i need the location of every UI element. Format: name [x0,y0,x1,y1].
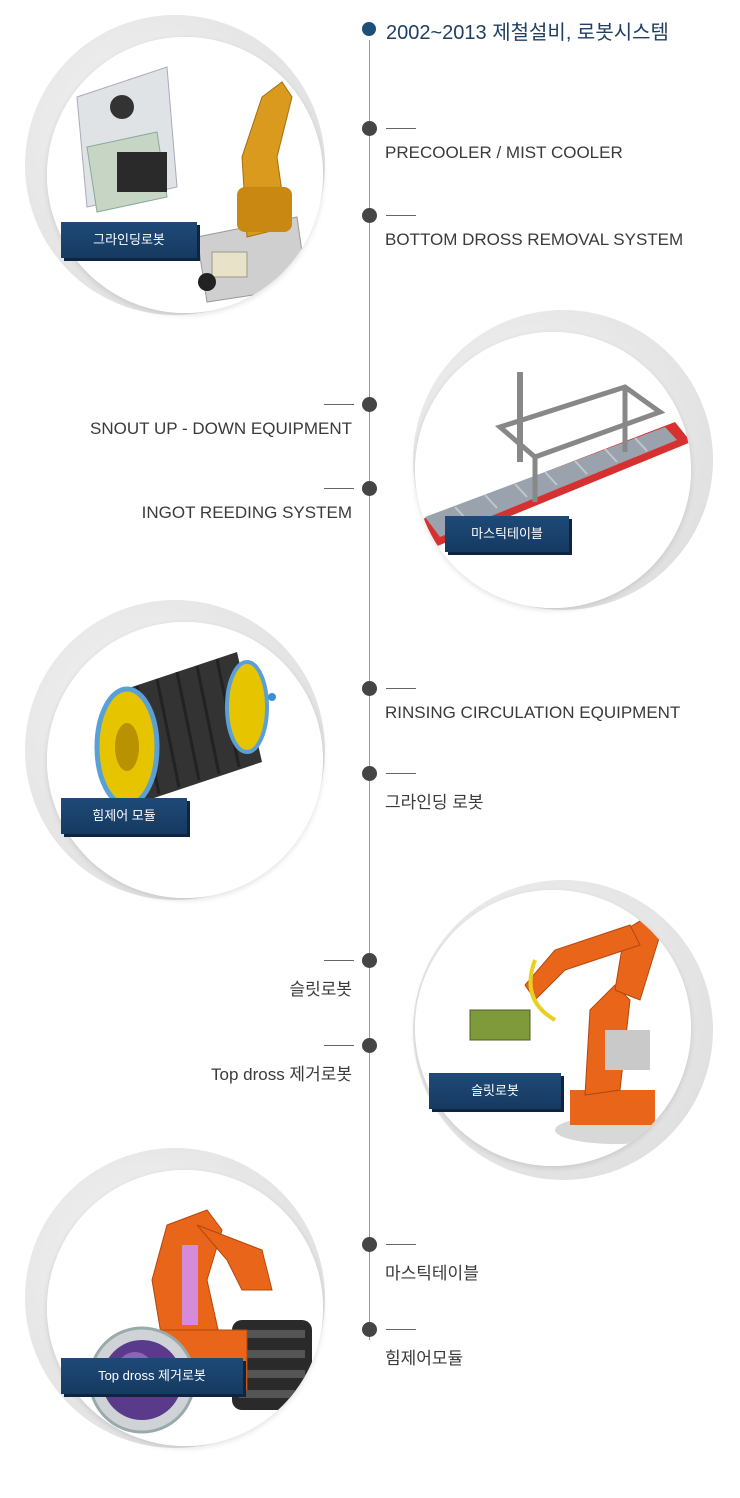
grinding-robot-image [47,37,323,313]
timeline-dot [362,953,377,968]
timeline-item-grinding-robot: 그라인딩 로봇 [385,793,484,812]
caption-mastic-table: 마스틱테이블 [445,516,569,552]
timeline-item-force-module: 힘제어모듈 [385,1349,464,1368]
timeline-dot [362,1322,377,1337]
timeline-dot [362,397,377,412]
timeline-tick [324,960,354,961]
timeline-item-slit-robot: 슬릿로봇 [289,980,352,999]
timeline-item-snout: SNOUT UP - DOWN EQUIPMENT [90,419,352,438]
photo-mastic-table: 마스틱테이블 [413,310,713,610]
timeline-dot [362,481,377,496]
timeline-dot [362,121,377,136]
timeline-item-mastic-table: 마스틱테이블 [385,1264,479,1283]
timeline-tick [386,1329,416,1330]
timeline-tick [386,128,416,129]
timeline-dot [362,1237,377,1252]
timeline-tick [386,1244,416,1245]
caption-grinding-robot: 그라인딩로봇 [61,222,197,258]
timeline-tick [386,215,416,216]
timeline-dot [362,681,377,696]
timeline-item-rinsing: RINSING CIRCULATION EQUIPMENT [385,703,681,722]
timeline-tick [386,688,416,689]
photo-force-module: 힘제어 모듈 [25,600,325,900]
timeline-tick [324,1045,354,1046]
timeline-tick [324,488,354,489]
timeline-item-bottom-dross: BOTTOM DROSS REMOVAL SYSTEM [385,230,684,249]
timeline-dot [362,766,377,781]
photo-top-dross-robot: Top dross 제거로봇 [25,1148,325,1448]
header-bullet-icon [362,22,376,36]
mastic-table-image [415,332,691,608]
timeline-dot [362,208,377,223]
photo-slit-robot: 슬릿로봇 [413,880,713,1180]
timeline-item-ingot: INGOT REEDING SYSTEM [141,503,352,522]
caption-force-module: 힘제어 모듈 [61,798,187,834]
section-title: 2002~2013 제철설비, 로봇시스템 [386,22,669,44]
timeline-dot [362,1038,377,1053]
caption-top-dross-robot: Top dross 제거로봇 [61,1358,243,1394]
photo-grinding-robot: 그라인딩로봇 [25,15,325,315]
timeline-tick [386,773,416,774]
timeline-tick [324,404,354,405]
force-control-module-image [47,622,323,898]
timeline-item-top-dross: Top dross 제거로봇 [211,1065,352,1084]
top-dross-robot-image [47,1170,323,1446]
timeline-item-precooler: PRECOOLER / MIST COOLER [385,143,623,162]
slit-robot-image [415,890,691,1166]
caption-slit-robot: 슬릿로봇 [429,1073,561,1109]
